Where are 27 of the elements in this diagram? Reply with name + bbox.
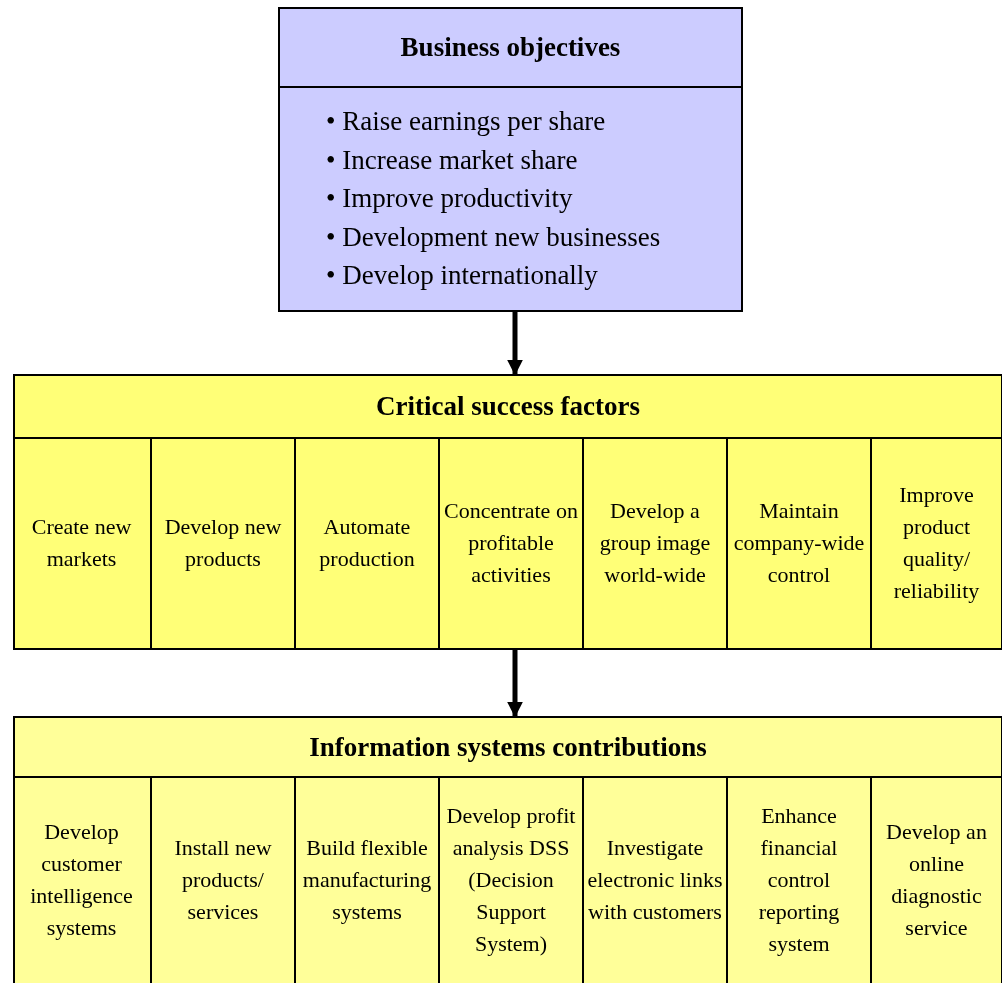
section-heading: Critical success factors <box>376 391 640 422</box>
table-cell: Develop a group image world-wide <box>584 437 728 648</box>
table-cell: Create new markets <box>13 437 152 648</box>
table-cell: Develop an online diagnostic service <box>872 776 1001 983</box>
table-cell: Enhance financial control reporting system <box>728 776 872 983</box>
table-cell: Develop new products <box>152 437 296 648</box>
table-cell: Build flexible manufacturing systems <box>296 776 440 983</box>
bullet-item: • Develop internationally <box>326 259 598 292</box>
table-cell: Develop customer intelligence systems <box>13 776 152 983</box>
bullet-item: • Improve productivity <box>326 182 573 215</box>
arrow <box>507 650 523 718</box>
table-cell: Maintain company-wide control <box>728 437 872 648</box>
bullet-item: • Development new businesses <box>326 220 661 254</box>
table-cell: Develop profit analysis DSS (Decision Support System) <box>440 776 584 983</box>
arrow <box>507 312 523 376</box>
table-cell: Install new products/ services <box>152 776 296 983</box>
section-band <box>13 716 1002 983</box>
table-cell: Investigate electronic links with customers <box>584 776 728 983</box>
bullet-item: • Increase market share <box>326 143 578 177</box>
section-heading: Information systems contributions <box>309 731 707 763</box>
section-heading: Business objectives <box>400 32 621 63</box>
table-cell: Automate production <box>296 437 440 648</box>
table-cell: Improve product quality/ reliability <box>872 437 1001 648</box>
section-band <box>13 374 1002 650</box>
bullet-item: • Raise earnings per share <box>326 105 606 138</box>
objectives-box <box>278 7 743 312</box>
table-cell: Concentrate on profitable activities <box>440 437 584 648</box>
